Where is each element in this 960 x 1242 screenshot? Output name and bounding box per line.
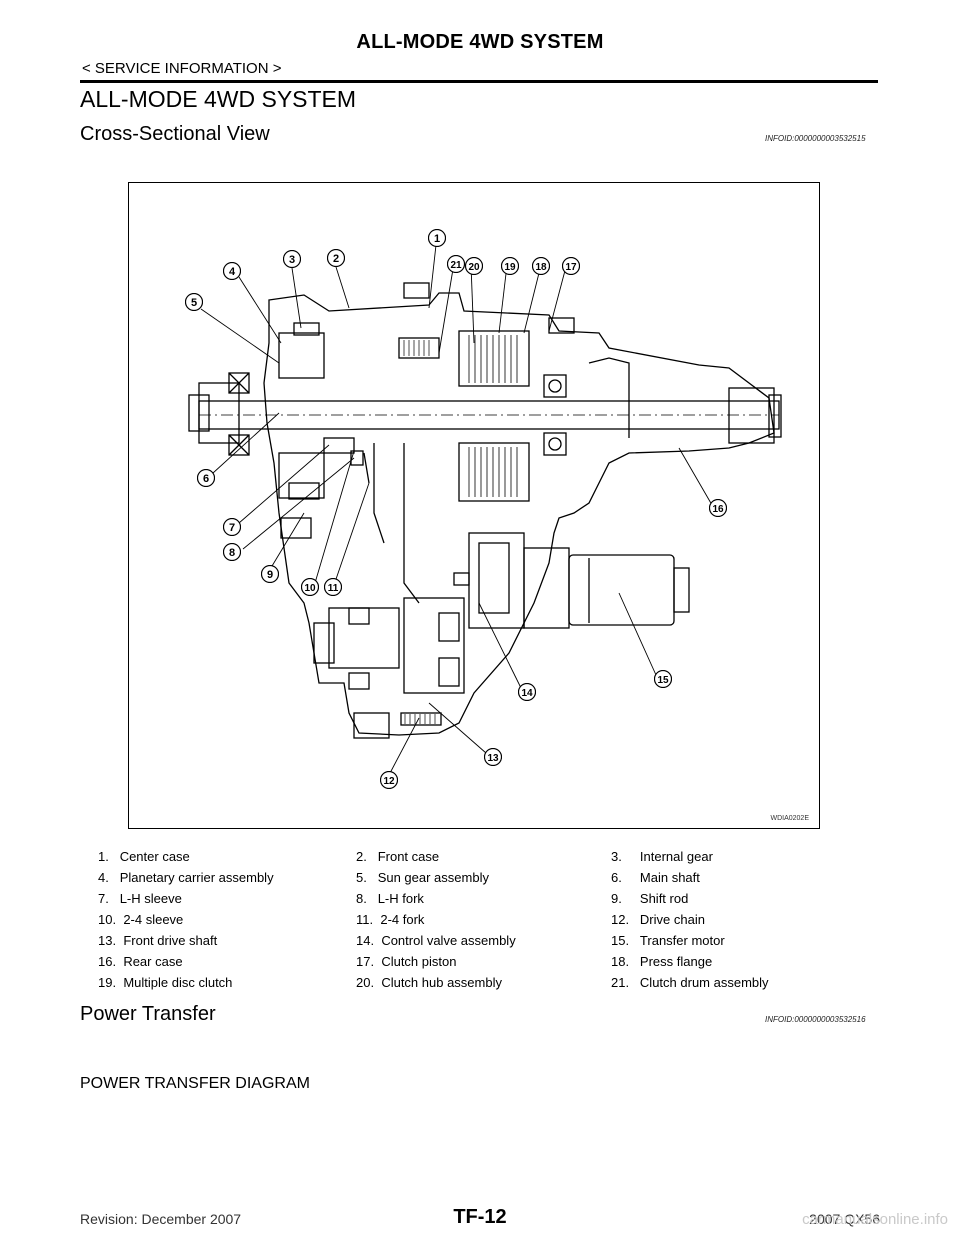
cross-sectional-diagram: 1 2 3 4 5 6 7 8 9 10 11 12 13 14 15 16 1… xyxy=(128,182,820,829)
section-title: ALL-MODE 4WD SYSTEM xyxy=(80,86,357,112)
callout-label-6: 6 xyxy=(203,473,209,485)
legend-num: 15. xyxy=(611,933,630,948)
callout-label-12: 12 xyxy=(383,776,395,787)
legend-label: L-H fork xyxy=(377,891,424,906)
legend-num: 1. xyxy=(98,849,109,864)
legend-label: 2-4 fork xyxy=(380,912,425,927)
page-header-title: ALL-MODE 4WD SYSTEM xyxy=(356,31,604,53)
legend-num: 4. xyxy=(98,870,109,885)
callout-label-11: 11 xyxy=(328,583,339,594)
header-divider xyxy=(80,80,878,83)
figure-code: WDIA0202E xyxy=(770,815,809,822)
callout-label-8: 8 xyxy=(229,547,235,559)
power-transfer-heading: Power Transfer xyxy=(80,1003,216,1025)
legend-num: 13. xyxy=(98,933,117,948)
legend-label: Clutch piston xyxy=(381,954,457,969)
transfer-case-drawing xyxy=(188,244,782,776)
watermark: carmanualsonline.info xyxy=(802,1211,948,1228)
callout-label-1: 1 xyxy=(434,233,440,245)
callout-label-19: 19 xyxy=(504,262,516,273)
callout-label-7: 7 xyxy=(229,522,235,534)
callout-label-4: 4 xyxy=(229,266,236,278)
power-transfer-info-id: INFOID:0000000003532516 xyxy=(765,1015,866,1024)
legend-num: 19. xyxy=(98,975,117,990)
legend-label: Sun gear assembly xyxy=(377,870,489,885)
callout-label-10: 10 xyxy=(304,583,316,594)
legend-num: 17. xyxy=(356,954,375,969)
legend-num: 5. xyxy=(356,870,367,885)
callout-label-15: 15 xyxy=(657,675,669,686)
legend-label: L-H sleeve xyxy=(119,891,182,906)
callout-label-20: 20 xyxy=(468,262,480,273)
callout-label-21: 21 xyxy=(450,260,462,271)
breadcrumb: < SERVICE INFORMATION > xyxy=(82,60,282,77)
legend-num: 20. xyxy=(356,975,375,990)
legend-num: 3. xyxy=(611,849,622,864)
callout-label-17: 17 xyxy=(565,262,577,273)
legend-label: Control valve assembly xyxy=(381,933,516,948)
callout-label-2: 2 xyxy=(333,253,339,265)
legend-num: 10. xyxy=(98,912,117,927)
footer-revision: Revision: December 2007 xyxy=(80,1211,242,1227)
legend-num: 9. xyxy=(611,891,622,906)
legend-num: 21. xyxy=(611,975,630,990)
legend-label: Multiple disc clutch xyxy=(123,975,233,990)
cross-section-heading: Cross-Sectional View xyxy=(80,123,270,145)
callout-label-16: 16 xyxy=(712,504,724,515)
legend-num: 7. xyxy=(98,891,109,906)
callout-label-13: 13 xyxy=(487,753,499,764)
legend-label: Internal gear xyxy=(639,849,713,864)
footer-model: 2007 QX56 xyxy=(809,1211,880,1227)
cross-section-info-id: INFOID:0000000003532515 xyxy=(765,134,866,143)
legend-label: Transfer motor xyxy=(639,933,725,948)
callout-label-18: 18 xyxy=(535,262,547,273)
legend-label: Main shaft xyxy=(639,870,700,885)
legend-label: Clutch drum assembly xyxy=(639,975,769,990)
power-transfer-diagram-heading: POWER TRANSFER DIAGRAM xyxy=(80,1075,310,1092)
legend-num: 11. xyxy=(356,912,374,927)
legend-num: 12. xyxy=(611,912,630,927)
legend-num: 18. xyxy=(611,954,630,969)
legend-num: 16. xyxy=(98,954,117,969)
legend-label: Clutch hub assembly xyxy=(381,975,502,990)
legend-label: Front drive shaft xyxy=(123,933,218,948)
legend-num: 2. xyxy=(356,849,367,864)
legend-label: 2-4 sleeve xyxy=(123,912,184,927)
callout-label-5: 5 xyxy=(191,297,197,309)
legend-label: Rear case xyxy=(123,954,183,969)
legend-label: Shift rod xyxy=(639,891,689,906)
callout-label-14: 14 xyxy=(521,688,533,699)
legend-label: Press flange xyxy=(639,954,713,969)
legend-num: 6. xyxy=(611,870,622,885)
callout-label-3: 3 xyxy=(289,254,295,266)
legend-num: 8. xyxy=(356,891,367,906)
legend-label: Center case xyxy=(119,849,190,864)
legend-label: Front case xyxy=(377,849,440,864)
legend-num: 14. xyxy=(356,933,375,948)
footer-page-number: TF-12 xyxy=(453,1206,507,1228)
callout-label-9: 9 xyxy=(267,569,273,581)
legend-label: Drive chain xyxy=(639,912,705,927)
legend-label: Planetary carrier assembly xyxy=(119,870,274,885)
